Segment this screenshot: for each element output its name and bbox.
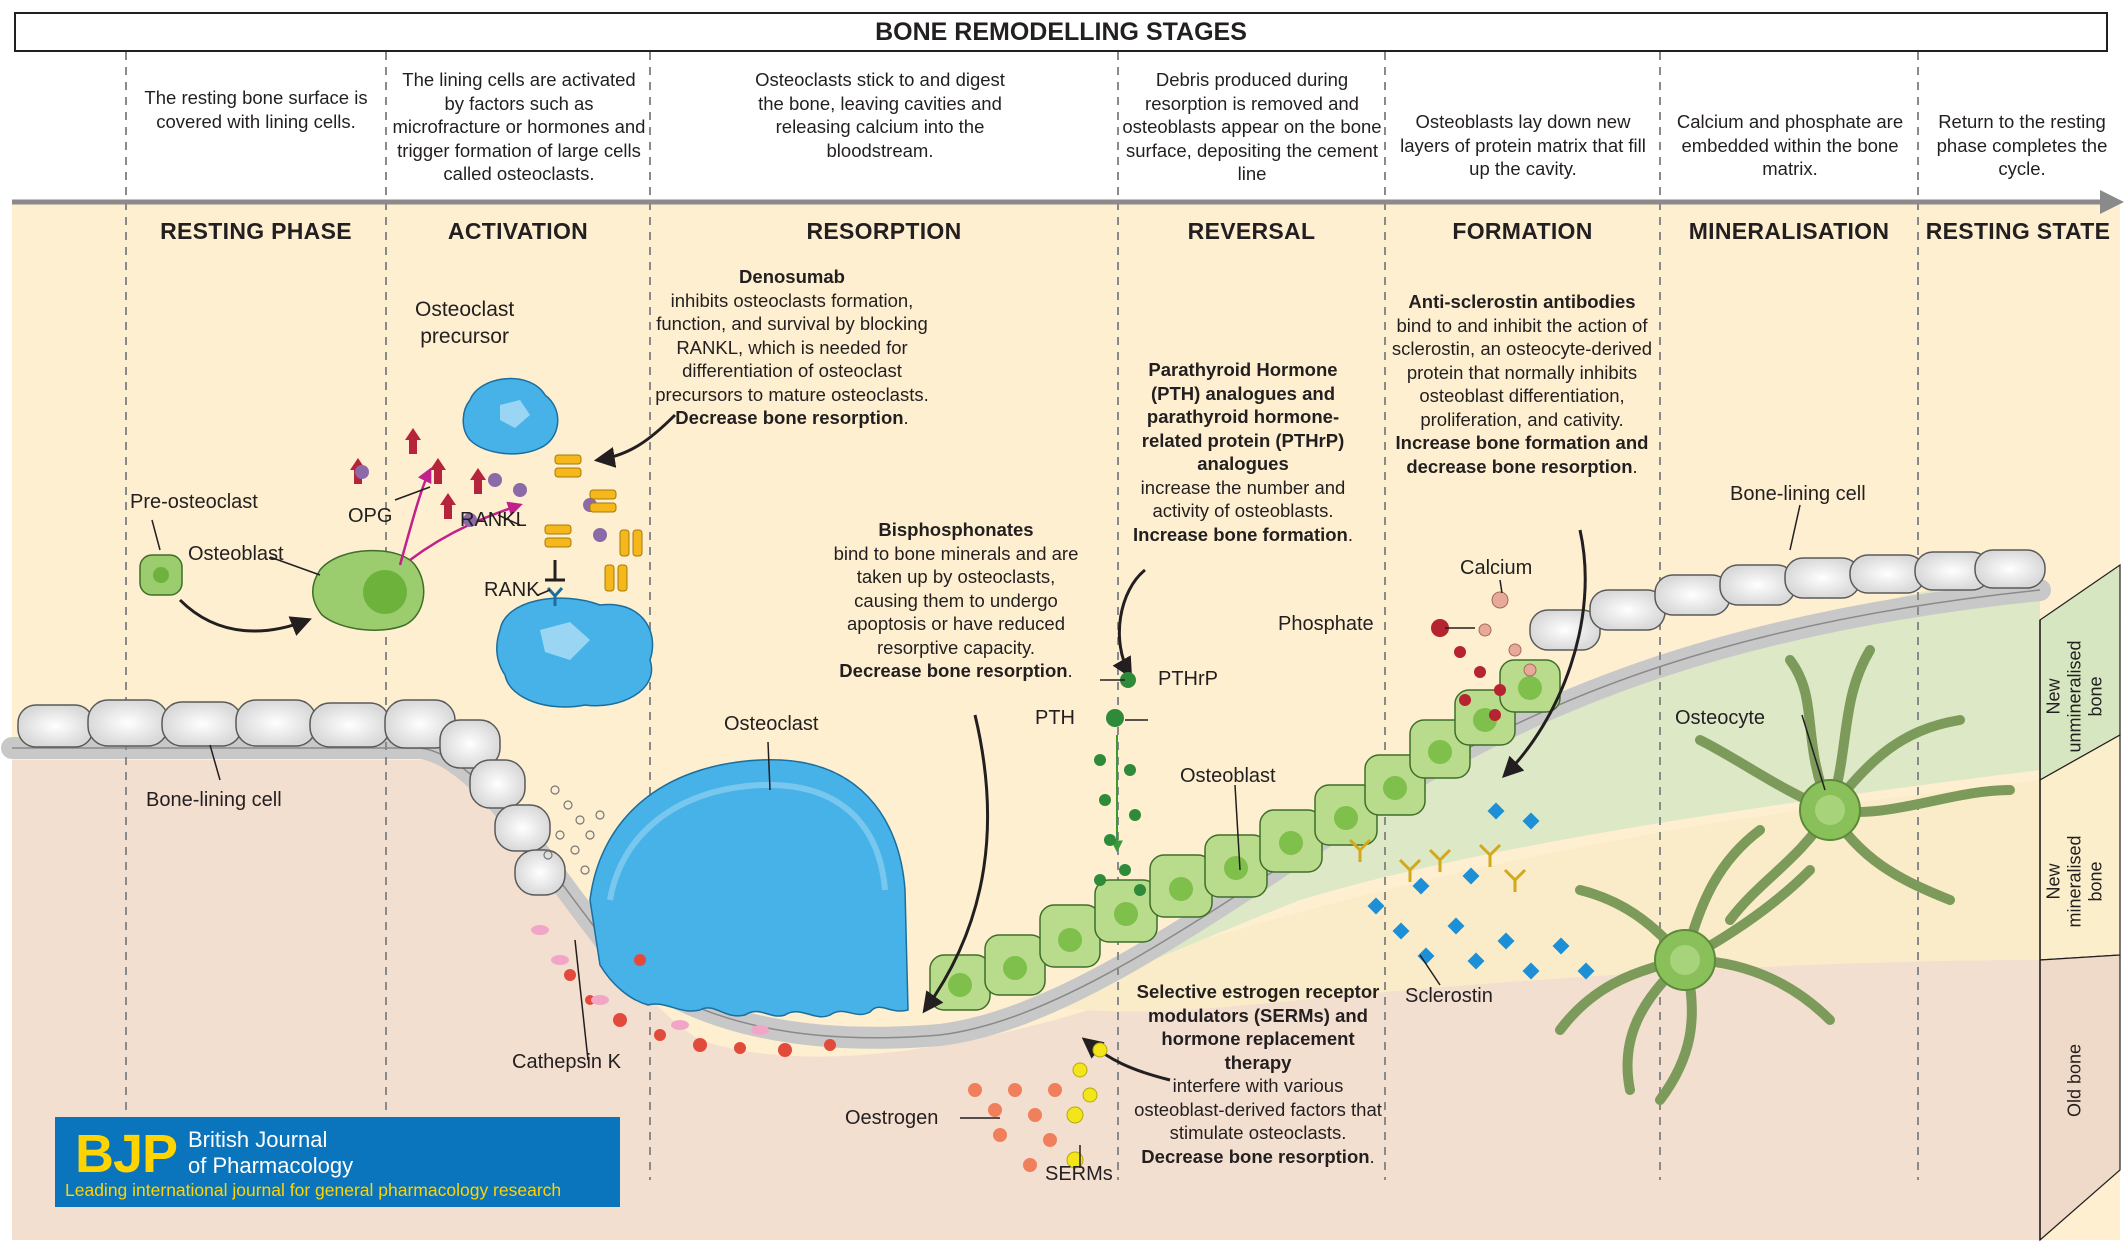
label-rank: RANK [484,579,540,601]
journal-name: British Journal of Pharmacology [188,1127,354,1178]
phase-desc-mineralisation: Calcium and phosphate are embedded withi… [1676,111,1904,179]
note-anti-sclerostin-end: . [1632,455,1638,477]
serm-molecules [1066,1042,1108,1169]
note-bisphosphonates: Bisphosphonates bind to bone minerals an… [826,518,1086,683]
note-pth-body: increase the number and activity of oste… [1140,476,1346,522]
label-sclerostin: Sclerostin [1405,985,1493,1007]
label-phosphate: Phosphate [1278,613,1374,635]
phase-name-resting: RESTING PHASE [160,218,352,244]
label-pthrp: PTHrP [1158,668,1218,690]
note-denosumab-body: inhibits osteoclasts formation, function… [655,289,929,405]
note-denosumab-effect: Decrease bone resorption [675,407,904,428]
label-oestrogen: Oestrogen [845,1107,939,1129]
new-unmineralised-bone [1050,565,2040,1000]
note-serms-title: Selective estrogen receptor modulators (… [1136,981,1380,1073]
pth-molecules [1094,672,1146,896]
antisclerostin-antibodies [1348,838,1527,892]
lining-cells-left [17,699,566,896]
label-pth: PTH [1035,707,1075,729]
note-anti-sclerostin-title: Anti-sclerostin antibodies [1408,291,1636,312]
note-denosumab: Denosumab inhibits osteoclasts formation… [652,265,932,430]
note-serms: Selective estrogen receptor modulators (… [1128,980,1388,1168]
cathepsin-k-molecules [531,925,769,1035]
journal-tagline: Leading international journal for genera… [65,1180,562,1200]
leader-lines [151,486,1826,1168]
note-bisphosphonates-body: bind to bone minerals and are taken up b… [833,542,1079,658]
note-pth-title: Parathyroid Hormone (PTH) analogues and … [1141,359,1345,474]
note-serms-body: interfere with various osteoblast-derive… [1134,1075,1382,1143]
label-bone-lining-cell-right: Bone-lining cell [1730,483,1866,505]
label-new-mineralised-bone: New mineralised bone [2043,835,2106,928]
label-osteoblast-left: Osteoblast [188,543,284,565]
debris-circles [543,785,605,875]
label-serms: SERMs [1045,1163,1113,1185]
note-pth-end: . [1347,523,1353,545]
label-osteoblast-right: Osteoblast [1180,765,1276,787]
note-denosumab-end: . [903,407,909,428]
label-pre-osteoclast: Pre-osteoclast [130,491,258,513]
denosumab-molecules [544,454,643,592]
label-osteoclast-precursor: Osteoclast precursor [415,298,515,348]
label-cathepsin-k: Cathepsin K [512,1051,621,1073]
phase-desc-resting-state: Return to the resting phase completes th… [1936,111,2108,179]
osteoclast-large [589,759,909,1018]
label-new-unmineralised-bone: New unmineralised bone [2043,640,2106,753]
label-rankl: RANKL [460,509,527,531]
journal-logo: BJP [75,1124,178,1184]
note-serms-end: . [1369,1145,1375,1167]
note-bisphosphonates-title: Bisphosphonates [878,519,1034,540]
phase-desc-resorption: Osteoclasts stick to and digest the bone… [755,69,1005,161]
phase-name-resting-state: RESTING STATE [1925,218,2111,244]
label-bone-lining-cell-left: Bone-lining cell [146,789,282,811]
calcium-molecules [1478,591,1537,677]
label-calcium: Calcium [1460,557,1533,579]
note-denosumab-title: Denosumab [739,266,845,287]
phase-desc-activation: The lining cells are activated by factor… [392,69,646,184]
diagram-title: BONE REMODELLING STAGES [14,12,2108,52]
sclerostin-molecules [1367,802,1595,980]
phase-name-activation: ACTIVATION [447,218,589,244]
phase-desc-formation: Osteoblasts lay down new layers of prote… [1400,111,1646,179]
phosphate-molecules [1431,619,1506,721]
lining-cells-right [1529,549,2046,651]
label-osteoclast: Osteoclast [724,713,819,735]
phase-desc-resting: The resting bone surface is covered with… [144,87,368,132]
note-bisphosphonates-effect: Decrease bone resorption [839,660,1068,681]
new-mineralised-bone [1020,780,2040,1012]
phase-name-mineralisation: MINERALISATION [1688,218,1890,244]
phase-name-formation: FORMATION [1452,218,1593,244]
note-anti-sclerostin: Anti-sclerostin antibodies bind to and i… [1388,290,1656,478]
phase-name-resorption: RESORPTION [806,218,962,244]
resorption-debris [564,954,836,1057]
phase-desc-reversal: Debris produced during resorption is rem… [1122,69,1382,184]
label-opg: OPG [348,505,393,527]
label-osteocyte: Osteocyte [1675,707,1766,729]
note-pth-analogues: Parathyroid Hormone (PTH) analogues and … [1130,358,1356,546]
note-bisphosphonates-end: . [1067,660,1073,681]
phase-name-reversal: REVERSAL [1187,218,1316,244]
note-serms-effect: Decrease bone resorption [1141,1145,1370,1167]
note-pth-effect: Increase bone formation [1133,523,1348,545]
journal-banner: BJP British Journal of Pharmacology Lead… [55,1117,620,1207]
note-anti-sclerostin-body: bind to and inhibit the action of sclero… [1391,314,1653,430]
note-anti-sclerostin-effect: Increase bone formation and decrease bon… [1395,432,1649,477]
label-old-bone: Old bone [2064,1043,2085,1118]
oestrogen-molecules [968,1083,1062,1172]
